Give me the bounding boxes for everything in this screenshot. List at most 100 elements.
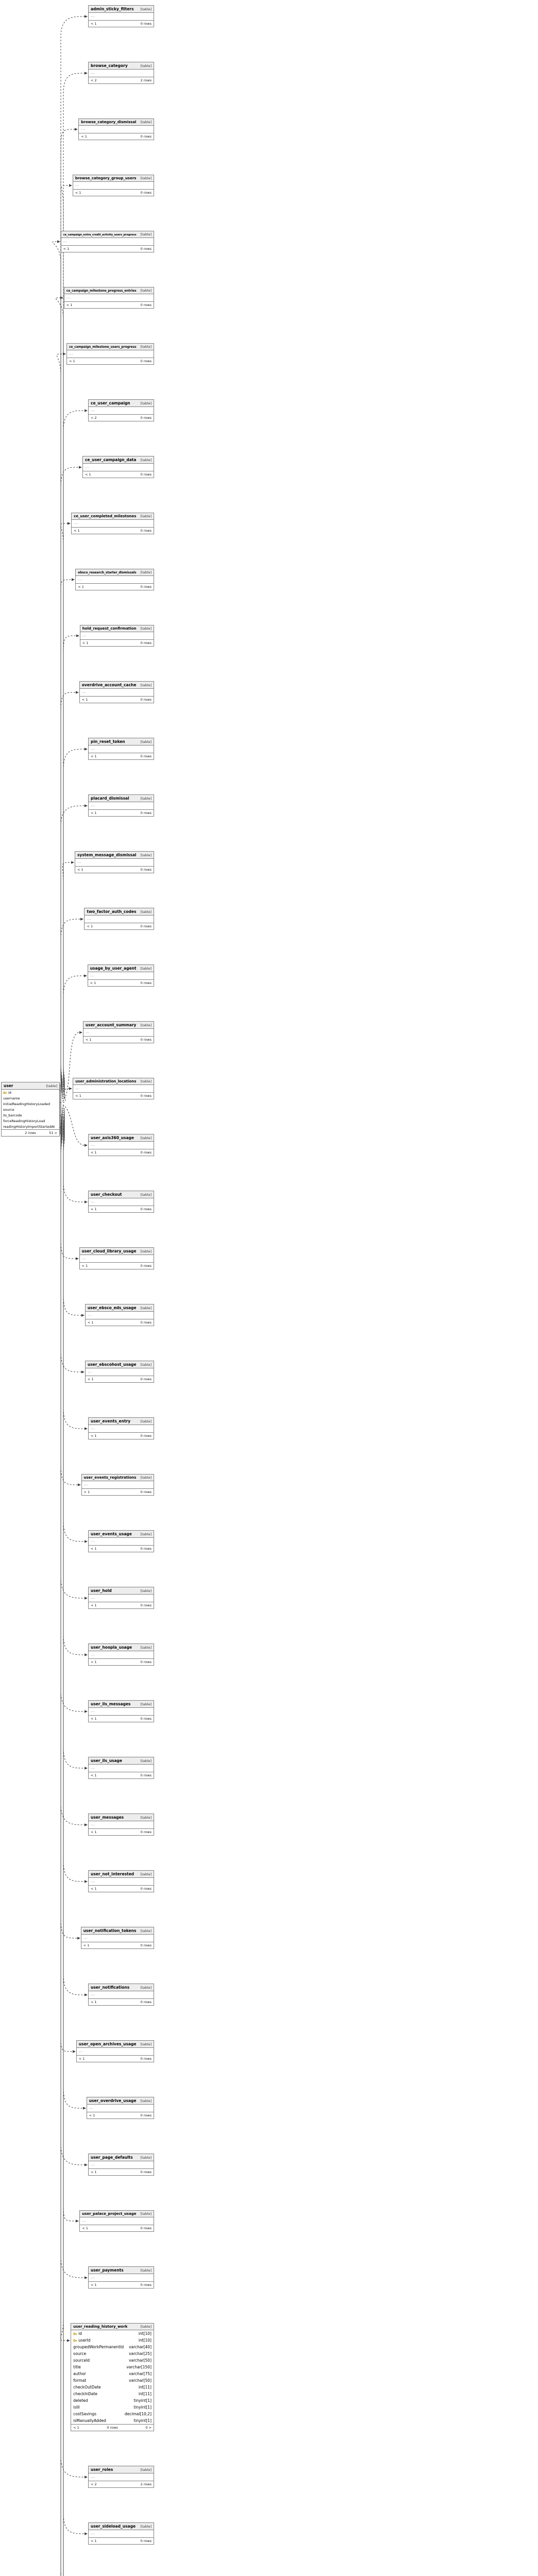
child-count: 0 rows <box>140 2226 152 2230</box>
table-node-ce_campaign_extra_credit_activity_users_progress[interactable]: ce_campaign_extra_credit_activity_users_… <box>60 231 154 252</box>
child-count: 0 rows <box>140 2539 152 2543</box>
table-header: user_notifications[table] <box>89 1984 154 1991</box>
row-count <box>105 1490 130 1494</box>
child-count: 0 rows <box>140 2283 152 2287</box>
child-count: 0 rows <box>140 247 152 251</box>
table-columns: … <box>85 1312 154 1319</box>
table-header: ce_user_completed_milestones[table] <box>72 513 154 520</box>
table-header: browse_category_dismissal[table] <box>79 119 154 126</box>
parent-count: < 1 <box>91 1660 97 1664</box>
table-header: usage_by_user_agent[table] <box>88 965 154 972</box>
elided-columns: … <box>89 2105 93 2110</box>
child-count: 0 rows <box>140 1377 152 1381</box>
row-count <box>110 1547 132 1551</box>
table-header: overdrive_account_cache[table] <box>79 682 154 689</box>
table-node-ebsco_research_starter_dismissals[interactable]: ebsco_research_starter_dismissals[table]… <box>75 569 154 590</box>
table-type-label: [table] <box>140 1306 152 1310</box>
table-columns: … <box>89 1142 154 1149</box>
row-count <box>110 78 132 82</box>
elided-columns: … <box>81 126 86 131</box>
elided-columns: … <box>91 1992 95 1996</box>
column-row: initialReadingHistoryLoaded <box>2 1101 59 1107</box>
row-count <box>110 1717 132 1721</box>
table-node-ce_campaign_milestone_progress_entries[interactable]: ce_campaign_milestone_progress_entries[t… <box>63 287 154 309</box>
table-node-user_administration_locations[interactable]: user_administration_locations[table]…< 1… <box>73 1078 154 1099</box>
table-type-label: [table] <box>140 1532 152 1536</box>
table-name: system_message_dismissal <box>77 853 137 857</box>
parent-count: < 1 <box>91 1717 97 1721</box>
row-count <box>110 1603 132 1607</box>
table-columns: … <box>80 2217 154 2225</box>
column-name: readingHistoryImportStartedAt <box>3 1124 55 1129</box>
table-name: user_hoopla_usage <box>91 1645 132 1650</box>
column-name: source <box>3 1107 14 1112</box>
child-count: 0 rows <box>140 1547 152 1551</box>
row-count <box>110 1887 132 1891</box>
parent-count: < 1 <box>78 2057 85 2061</box>
table-node-ce_campaign_milestone_users_progress[interactable]: ce_campaign_milestone_users_progress[tab… <box>66 343 154 365</box>
elided-columns: … <box>91 1538 95 1543</box>
child-count: 0 rows <box>140 1207 152 1211</box>
row-count <box>99 191 128 195</box>
elided-columns: … <box>81 689 86 694</box>
table-columns: … <box>85 916 154 923</box>
column-row: readingHistoryImportStartedAt <box>2 1124 59 1129</box>
table-columns: … <box>79 1255 154 1262</box>
table-columns: … <box>72 520 154 527</box>
table-name: ce_user_campaign_data <box>85 457 137 462</box>
parent-count: < 1 <box>78 585 84 589</box>
table-type-label: [table] <box>140 2325 152 2329</box>
table-type-label: [table] <box>140 120 152 124</box>
row-count <box>101 585 129 589</box>
table-header: pin_reset_token[table] <box>89 738 154 745</box>
elided-columns: … <box>83 1482 88 1486</box>
